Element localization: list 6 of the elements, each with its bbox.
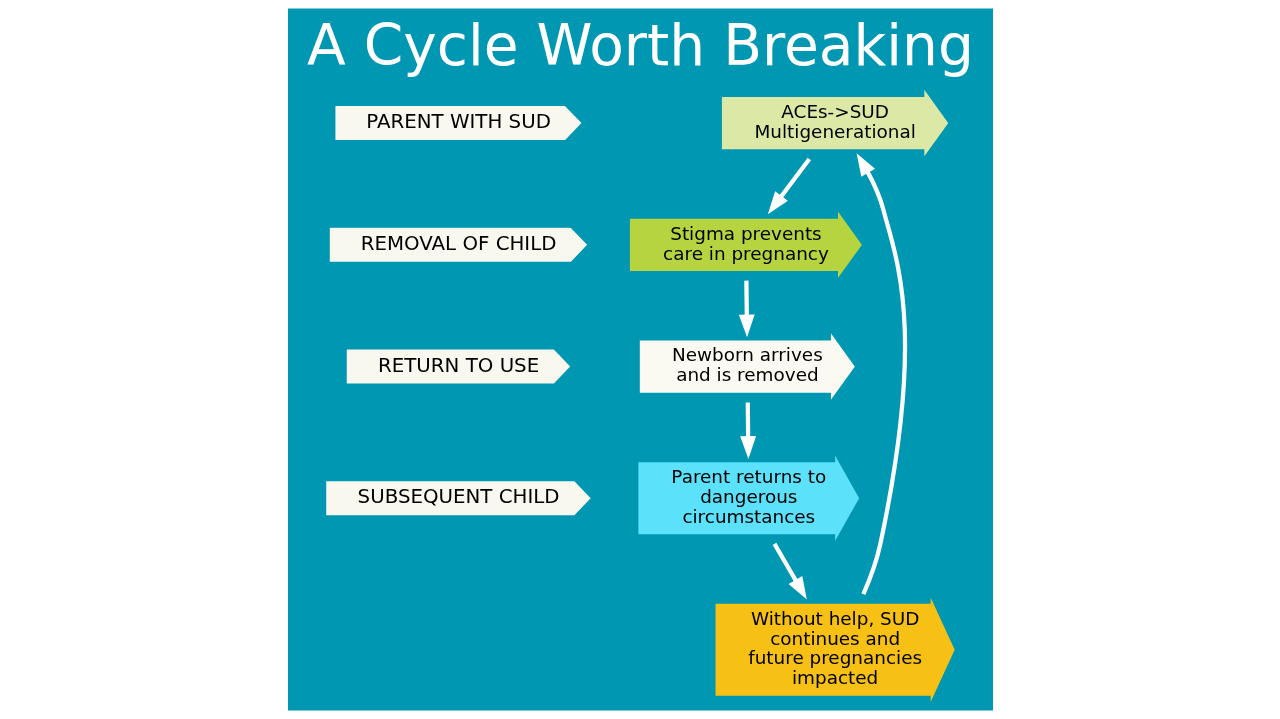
- arrow: [772, 542, 807, 600]
- arrow: [738, 280, 755, 338]
- arrow: [739, 402, 756, 459]
- arrow: [767, 157, 811, 215]
- diagram-title: A Cycle Worth Breaking: [306, 12, 974, 79]
- arrow: [856, 153, 907, 596]
